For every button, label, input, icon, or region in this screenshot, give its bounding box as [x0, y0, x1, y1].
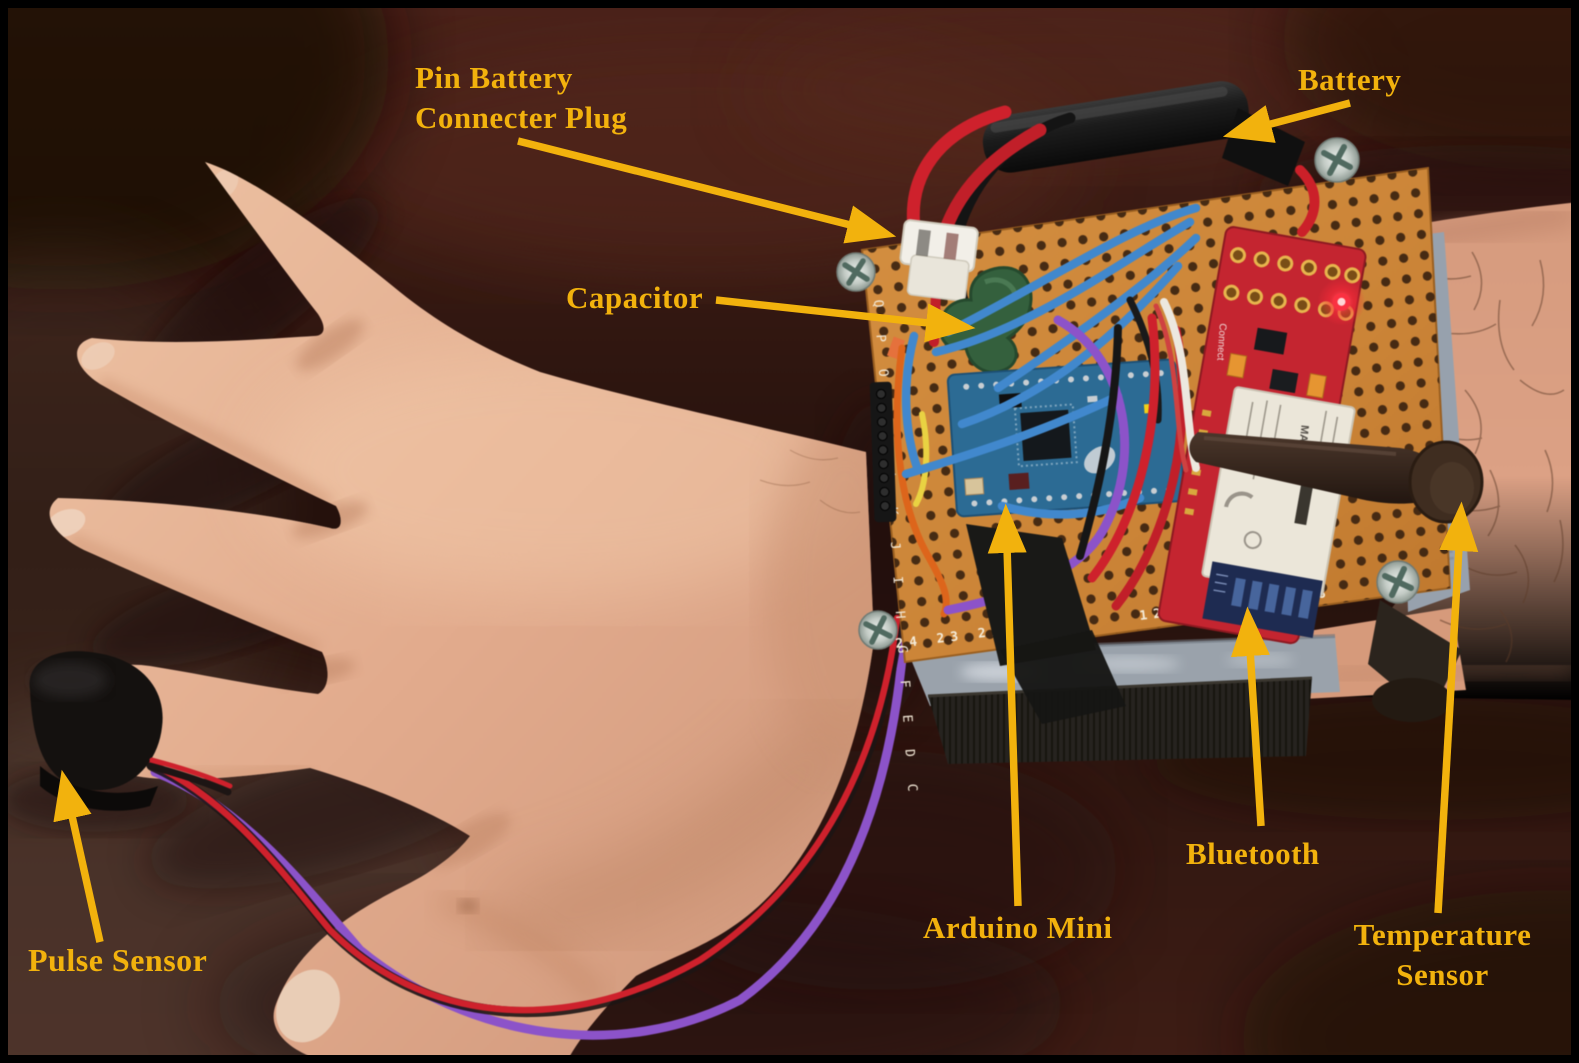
orange-wire: [893, 344, 950, 618]
red-wire: [146, 614, 901, 1014]
label-bluetooth: Bluetooth: [1186, 836, 1320, 871]
label-arduino-mini: Arduino Mini: [923, 910, 1113, 945]
battery-connector-plug: [899, 219, 979, 302]
pulse-sensor: [29, 651, 163, 811]
screw-bottom-left: [858, 610, 898, 650]
roving-networks-logo: [1224, 491, 1254, 508]
label-temperature-sensor: Temperature Sensor: [1353, 917, 1532, 993]
black-tape: [966, 524, 1126, 724]
screw-bottom-right: [1376, 560, 1420, 604]
screw-top-right: [1314, 137, 1360, 183]
corner-screws: [836, 137, 1420, 650]
label-capacitor: Capacitor: [566, 280, 704, 315]
header-pin-strip: [869, 381, 897, 523]
reset-button: [964, 477, 985, 496]
screw-top-left: [836, 252, 876, 292]
label-pin-battery-connector: Pin Battery Connecter Plug: [415, 60, 628, 136]
pulse-sensor-wire-stub: [146, 757, 233, 796]
arrow-arduino-mini: [987, 503, 1027, 907]
arrow-capacitor: [715, 296, 976, 343]
arrow-bluetooth: [1230, 606, 1270, 827]
purple-wire: [150, 617, 910, 1040]
velcro-strap: [927, 600, 1462, 764]
arrow-pulse-sensor: [53, 769, 104, 943]
arrow-pin-battery-connector: [517, 137, 897, 244]
label-battery: Battery: [1298, 62, 1402, 97]
arrow-temperature-sensor: [1434, 501, 1479, 914]
red-board-silkscreen: Connect: [1214, 323, 1228, 361]
pulse-sensor-wires: [146, 614, 910, 1040]
arrow-battery: [1222, 99, 1351, 143]
label-pulse-sensor: Pulse Sensor: [28, 942, 208, 978]
